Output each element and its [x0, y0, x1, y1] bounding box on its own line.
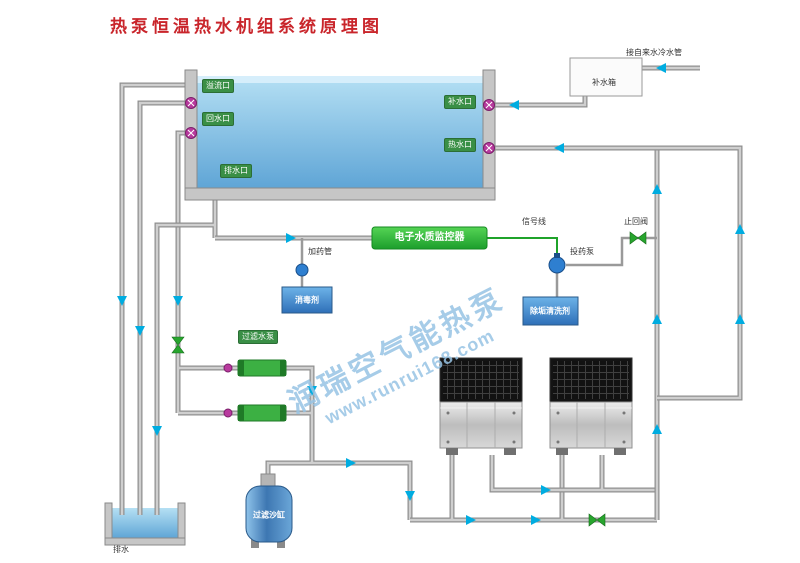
flow-arrow — [735, 224, 745, 234]
flow-arrow — [405, 491, 415, 501]
overflow-valve-icon — [185, 97, 197, 109]
flow-arrow — [554, 143, 564, 153]
flow-arrow — [135, 326, 145, 336]
pipe-overflow-port — [140, 103, 189, 515]
filter-pump-2 — [237, 404, 287, 422]
label-dosing-pipe: 加药管 — [308, 247, 332, 256]
label-drain-port: 排水口 — [220, 164, 252, 178]
valve-icon — [588, 513, 606, 527]
flow-arrow — [652, 424, 662, 434]
filter-pump-1 — [237, 359, 287, 377]
sand-filter — [245, 473, 293, 548]
flow-arrow — [173, 296, 183, 306]
dosing-pump — [548, 253, 566, 274]
return-valve-icon — [185, 127, 197, 139]
label-descaler: 除垢清洗剂 — [530, 306, 570, 316]
flow-arrow — [117, 296, 127, 306]
flow-arrow — [735, 314, 745, 324]
flow-arrow — [652, 314, 662, 324]
flow-arrow — [531, 515, 541, 525]
pump-inlet-valve-icon — [223, 408, 233, 418]
makeup-valve-icon — [483, 99, 495, 111]
flow-arrow — [652, 184, 662, 194]
signal-line — [487, 237, 558, 257]
label-tap-water-note: 接自来水冷水管 — [626, 48, 682, 57]
check-valve-icon — [629, 231, 647, 245]
label-signal-line: 信号线 — [522, 217, 546, 226]
label-makeup-tank: 补水箱 — [592, 78, 616, 87]
makeup-tank — [569, 57, 643, 97]
flow-arrow — [346, 458, 356, 468]
label-makeup-port: 补水口 — [444, 95, 476, 109]
hot-water-valve-icon — [483, 142, 495, 154]
label-check-valve: 止回阀 — [624, 217, 648, 226]
flow-arrow — [541, 485, 551, 495]
label-dosing-pump: 投药泵 — [570, 247, 594, 256]
label-drain-tank: 排水 — [113, 545, 129, 554]
pool-water-surface — [197, 76, 483, 83]
disinfectant-tank — [281, 286, 333, 314]
label-disinfectant: 消毒剂 — [295, 295, 319, 305]
drain-tank — [104, 502, 186, 546]
label-sand-filter: 过滤沙缸 — [253, 510, 285, 520]
flow-arrow — [307, 386, 317, 396]
flow-arrow — [152, 426, 162, 436]
flow-arrow — [656, 63, 666, 73]
page-title: 热泵恒温热水机组系统原理图 — [110, 17, 383, 36]
heat-pump-unit-2 — [549, 357, 633, 456]
flow-arrow — [466, 515, 476, 525]
label-water-quality-monitor: 电子水质监控器 — [394, 232, 465, 243]
water-quality-monitor — [371, 226, 488, 250]
descaler-tank — [522, 296, 579, 326]
heat-pump-unit-1 — [439, 357, 523, 456]
dosing-pump-left — [295, 263, 309, 277]
label-return-port: 回水口 — [202, 112, 234, 126]
pipe-return-header — [492, 455, 657, 490]
pipe-drain — [157, 200, 215, 515]
label-overflow-port: 溢流口 — [202, 79, 234, 93]
valve-icon — [171, 336, 185, 354]
pump-inlet-valve-icon — [223, 363, 233, 373]
flow-arrow — [509, 100, 519, 110]
label-hot-water-port: 热水口 — [444, 138, 476, 152]
label-filter-pumps: 过滤水泵 — [238, 330, 278, 344]
flow-arrow — [286, 233, 296, 243]
